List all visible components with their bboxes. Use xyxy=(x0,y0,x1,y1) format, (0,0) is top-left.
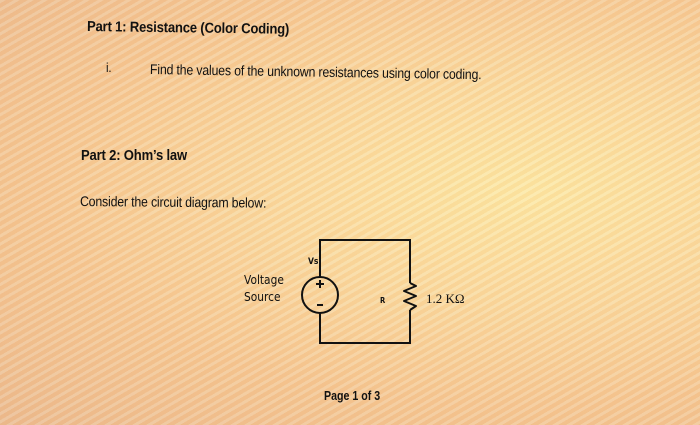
resistor-label: R xyxy=(380,296,386,305)
page-indicator: Page 1 of 3 xyxy=(324,389,381,403)
voltage-source-icon xyxy=(301,276,339,314)
vs-symbol: Vs xyxy=(308,257,319,267)
list-item-text: Find the values of the unknown resistanc… xyxy=(149,61,482,83)
part2-heading: Part 2: Ohm’s law xyxy=(81,148,187,164)
circuit-wires xyxy=(301,239,417,344)
resistor-icon xyxy=(403,282,417,311)
voltage-source-label-line2: Source xyxy=(244,289,281,304)
list-item-marker: i. xyxy=(106,60,112,75)
voltage-source-label-line1: Voltage xyxy=(244,272,284,287)
circuit-instruction: Consider the circuit diagram below: xyxy=(79,193,267,211)
circuit-diagram: Voltage Source Vs R 1.2 KΩ xyxy=(230,230,490,360)
resistor-value: 1.2 KΩ xyxy=(426,291,465,306)
part1-heading: Part 1: Resistance (Color Coding) xyxy=(86,19,290,38)
